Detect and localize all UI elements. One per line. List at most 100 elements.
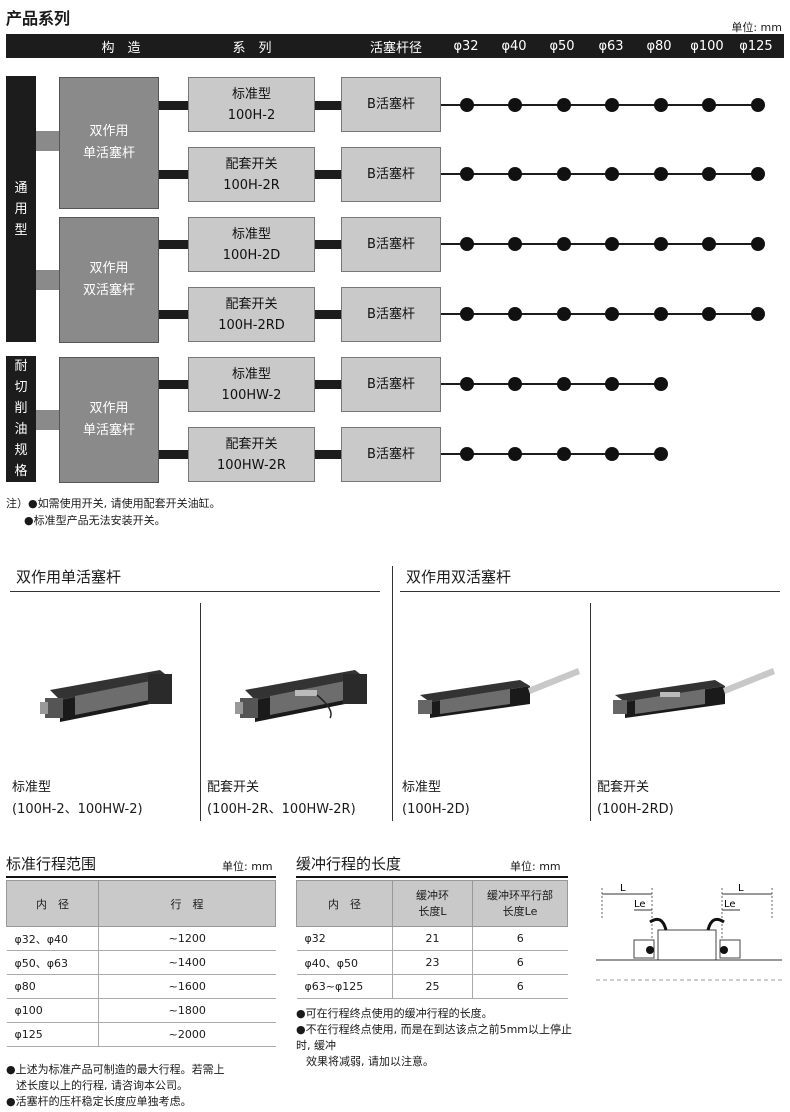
header-text: 长度Le: [502, 904, 538, 918]
table-cell: ~1600: [98, 974, 276, 999]
availability-dot: [460, 98, 474, 112]
cushion-col-parallel: 缓冲环平行部 长度Le: [472, 880, 568, 927]
cylinder-double-switch-image: [613, 668, 775, 718]
divider: [590, 603, 591, 821]
table-cell: ~1800: [98, 998, 276, 1023]
header-size: φ50: [549, 38, 575, 54]
divider: [400, 591, 780, 592]
group-label-char: 型: [14, 222, 28, 238]
table-row: φ125~2000: [6, 1022, 276, 1047]
series-table-header: 构 造 系 列 活塞杆径 φ32 φ40 φ50 φ63 φ80 φ100 φ1…: [6, 34, 784, 58]
availability-dot: [557, 447, 571, 461]
structure-name: 单活塞杆: [82, 423, 135, 438]
series-model: 100H-2D: [222, 247, 281, 263]
availability-dot: [460, 237, 474, 251]
unit-label: 单位: mm: [731, 21, 782, 34]
availability-dot: [557, 377, 571, 391]
gallery-title-double: 双作用双活塞杆: [406, 568, 512, 586]
header-series: 系 列: [232, 40, 272, 56]
series-type: 标准型: [231, 366, 271, 382]
structure-box: 双作用 双活塞杆: [59, 217, 159, 343]
group-label-char: 通: [14, 180, 28, 196]
availability-line: [441, 383, 661, 385]
divider: [296, 876, 568, 878]
table-cell: φ32: [296, 926, 393, 951]
availability-dot: [460, 167, 474, 181]
rod-type: B活塞杆: [367, 97, 415, 112]
table-cell: ~1200: [98, 926, 276, 951]
availability-dot: [751, 98, 765, 112]
availability-dot: [460, 447, 474, 461]
availability-dot: [605, 307, 619, 321]
availability-dot: [654, 167, 668, 181]
cushion-title: 缓冲行程的长度: [296, 855, 402, 873]
series-box: 标准型 100H-2D: [188, 217, 315, 272]
availability-line: [441, 453, 661, 455]
availability-dot: [654, 447, 668, 461]
structure-name: 单活塞杆: [82, 146, 135, 161]
stroke-note: ●上述为标准产品可制造的最大行程。若需上: [6, 1063, 225, 1076]
availability-line: [441, 104, 758, 106]
availability-dot: [605, 167, 619, 181]
group-label-char: 耐: [14, 359, 28, 374]
rod-box: B活塞杆: [341, 77, 441, 132]
series-model: 100H-2R: [223, 177, 280, 193]
series-type: 配套开关: [225, 436, 278, 452]
divider: [200, 603, 201, 821]
connector: [315, 310, 342, 319]
rod-box: B活塞杆: [341, 357, 441, 412]
cushion-notes: ●可在行程终点使用的缓冲行程的长度。 ●不在行程终点使用, 而是在到达该点之前5…: [296, 1006, 586, 1070]
connector: [159, 170, 189, 179]
availability-dot: [508, 307, 522, 321]
series-box: 配套开关 100HW-2R: [188, 427, 315, 482]
series-model: 100H-2RD: [218, 317, 285, 333]
availability-dot: [654, 98, 668, 112]
table-row: φ50、φ63~1400: [6, 950, 276, 975]
series-box: 配套开关 100H-2R: [188, 147, 315, 202]
table-row: φ80~1600: [6, 974, 276, 999]
rod-type: B活塞杆: [367, 167, 415, 182]
availability-dot: [605, 237, 619, 251]
group-label-char: 油: [14, 422, 28, 437]
availability-dot: [702, 307, 716, 321]
availability-dot: [751, 307, 765, 321]
header-structure: 构 造: [101, 40, 141, 56]
structure-name: 双作用: [89, 124, 129, 139]
caption-type: 标准型: [402, 780, 442, 795]
caption-model: (100H-2R、100HW-2R): [207, 802, 356, 817]
table-cell: φ125: [6, 1022, 99, 1047]
connector: [159, 450, 189, 459]
connector: [159, 310, 189, 319]
availability-dot: [605, 377, 619, 391]
rod-box: B活塞杆: [341, 427, 441, 482]
series-type: 配套开关: [225, 156, 278, 172]
header-text: 长度L: [418, 904, 447, 918]
connector: [159, 101, 189, 110]
connector: [315, 101, 342, 110]
availability-dot: [702, 98, 716, 112]
header-text: 缓冲环: [416, 888, 449, 902]
stroke-unit: 单位: mm: [222, 860, 273, 873]
structure-name: 双作用: [89, 401, 129, 416]
table-cell: ~1400: [98, 950, 276, 975]
gallery-caption: 配套开关 (100H-2RD): [597, 777, 674, 821]
connector: [315, 170, 342, 179]
rod-type: B活塞杆: [367, 237, 415, 252]
rod-box: B活塞杆: [341, 217, 441, 272]
series-note: ●标准型产品无法安装开关。: [24, 514, 166, 527]
connector: [315, 240, 342, 249]
caption-model: (100H-2D): [402, 802, 470, 817]
header-size: φ100: [690, 38, 724, 54]
stroke-table: 内 径 行 程 φ32、φ40~1200 φ50、φ63~1400 φ80~16…: [6, 880, 276, 1047]
diagram-label-l: L: [620, 883, 626, 894]
table-cell: 6: [472, 950, 568, 975]
availability-dot: [751, 237, 765, 251]
caption-model: (100H-2、100HW-2): [12, 802, 143, 817]
stroke-col-bore: 内 径: [6, 880, 99, 927]
series-model: 100H-2: [227, 107, 276, 123]
availability-dot: [557, 237, 571, 251]
stroke-notes: ●上述为标准产品可制造的最大行程。若需上 述长度以上的行程, 请咨询本公司。 ●…: [6, 1062, 278, 1110]
gallery-caption: 标准型 (100H-2、100HW-2): [12, 777, 143, 821]
